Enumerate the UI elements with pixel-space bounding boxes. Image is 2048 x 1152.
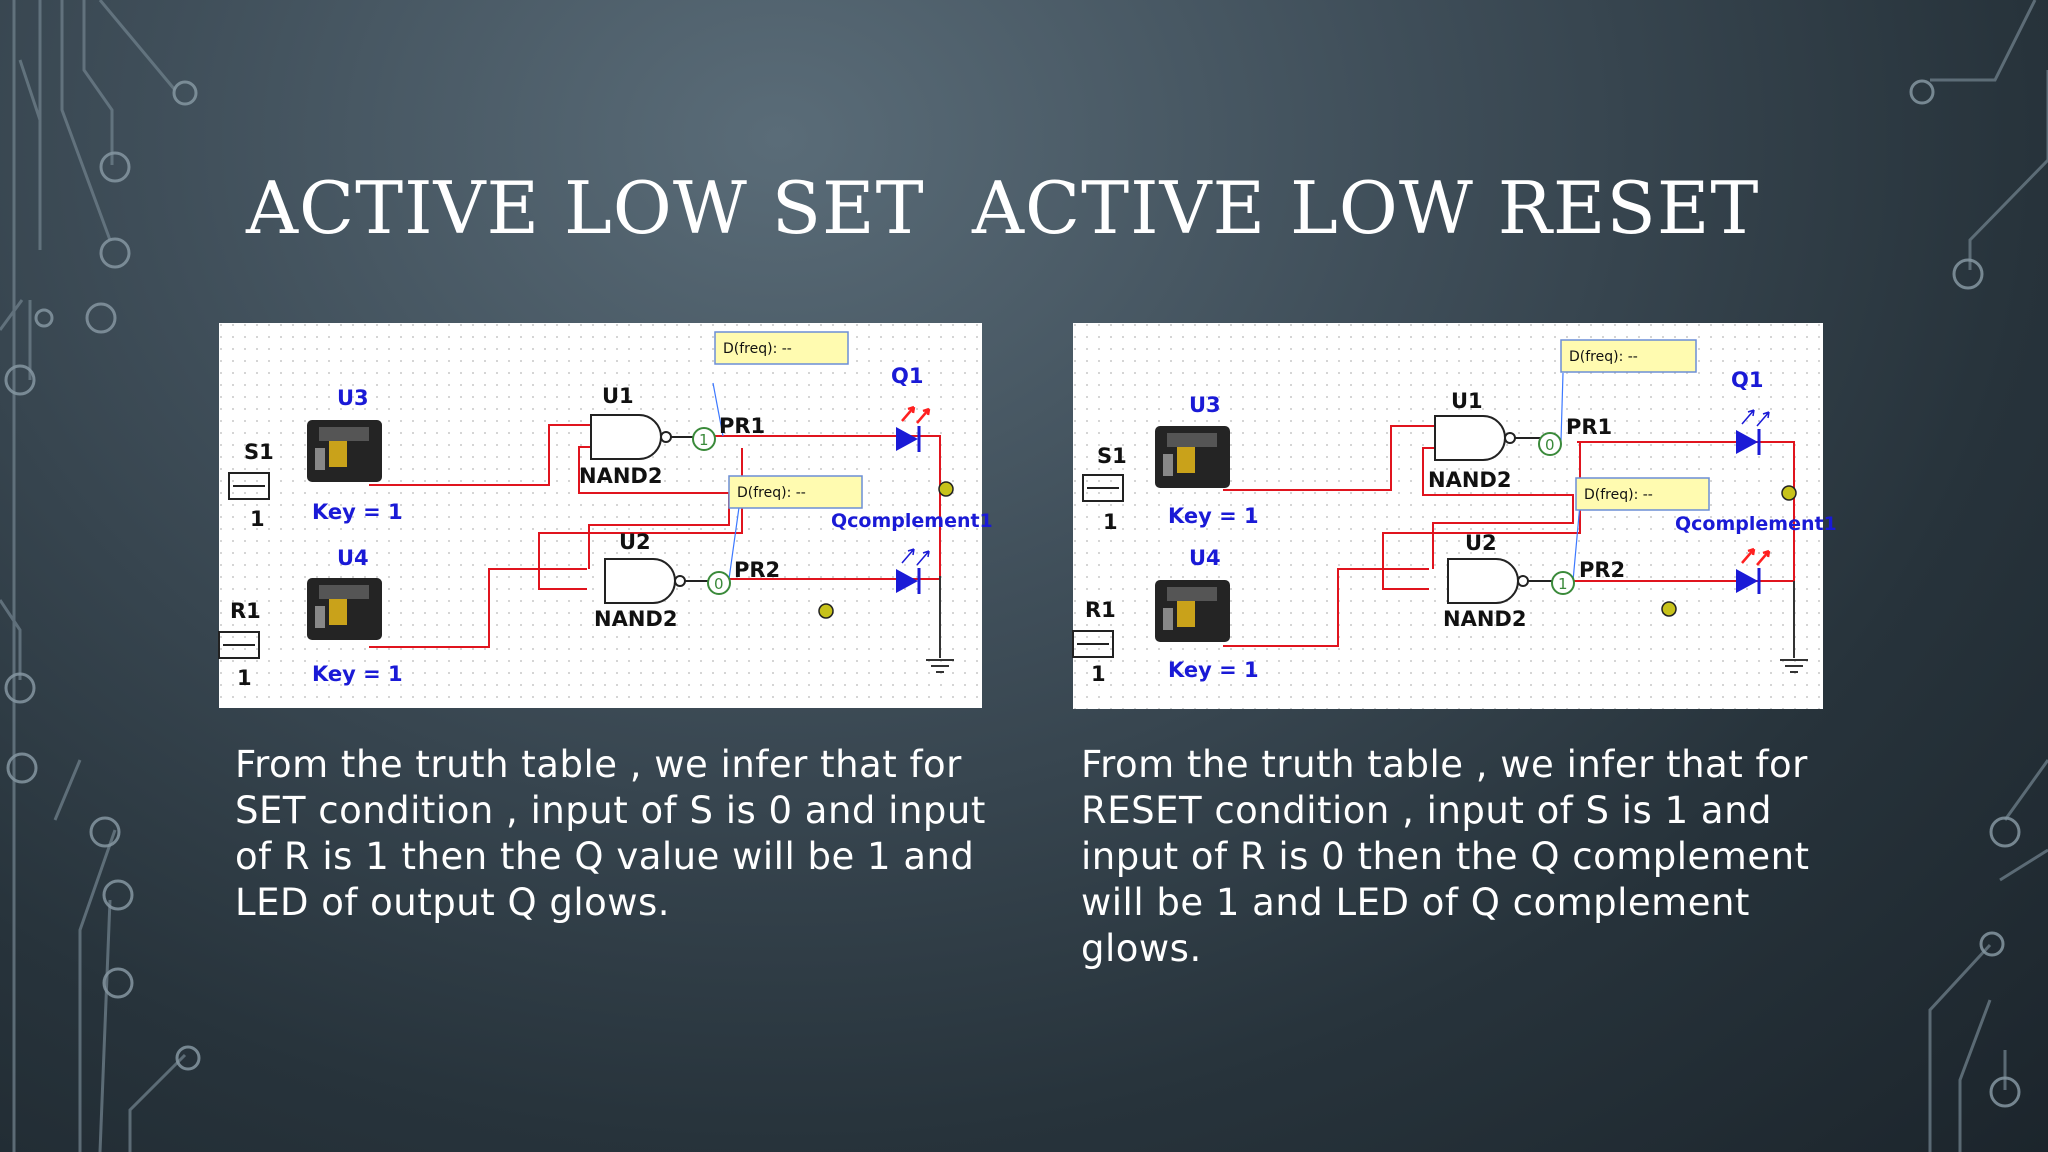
led-q1-label: Q1 xyxy=(1731,368,1763,392)
input-r1-terminal xyxy=(1072,630,1114,658)
input-r1-value: 1 xyxy=(237,666,252,690)
input-s1-terminal xyxy=(1082,474,1124,502)
probe-bulb-icon xyxy=(1781,485,1797,501)
probe-bulb-icon xyxy=(818,603,834,619)
input-s1-terminal xyxy=(228,472,270,500)
probe-bulb-icon xyxy=(1661,601,1677,617)
title-active-low-set: ACTIVE LOW SET xyxy=(246,166,925,250)
gate-u1-label: U1 xyxy=(1451,389,1483,413)
title-active-low-reset: ACTIVE LOW RESET xyxy=(972,166,1760,250)
led-q1 xyxy=(896,405,931,452)
input-s1-value: 1 xyxy=(250,507,265,531)
switch-u3-label: U3 xyxy=(1189,393,1221,417)
probe-pr2-label: PR2 xyxy=(734,558,780,582)
probe-pr1-node xyxy=(1538,432,1562,456)
probe-pr1-readout-box xyxy=(714,331,849,365)
gate-u1-label: U1 xyxy=(602,384,634,408)
probe-pr1-node xyxy=(692,427,716,451)
gate-u2-type: NAND2 xyxy=(1443,607,1526,631)
description-set: From the truth table , we infer that for… xyxy=(235,743,986,924)
gate-u1-type: NAND2 xyxy=(579,464,662,488)
switch-u4-label: U4 xyxy=(337,546,369,570)
led-qcomplement1 xyxy=(1736,547,1771,594)
probe-pr2-value: 1 xyxy=(1558,575,1568,593)
probe-pr1-readout: D(freq): -- xyxy=(1569,349,1638,365)
switch-u4-label: U4 xyxy=(1189,546,1221,570)
nand-gate-u2 xyxy=(1447,558,1555,604)
circuit-screenshot-reset: U3 Key = 1 U4 Key = 1 S1 1 R1 1 U1 NAND2 xyxy=(1072,323,1837,709)
probe-pr1-label: PR1 xyxy=(1566,415,1612,439)
input-s1-label: S1 xyxy=(1097,444,1127,468)
gate-u2-label: U2 xyxy=(619,530,651,554)
nand-gate-u1 xyxy=(590,414,697,460)
switch-u3[interactable] xyxy=(1155,426,1230,488)
probe-bulb-icon xyxy=(938,481,954,497)
probe-pr2-readout: D(freq): -- xyxy=(1584,487,1653,503)
nand-gate-u1 xyxy=(1434,415,1543,461)
led-q1-label: Q1 xyxy=(891,364,923,388)
probe-pr1-label: PR1 xyxy=(719,414,765,438)
switch-u3-label: U3 xyxy=(337,386,369,410)
led-q1 xyxy=(1736,409,1770,455)
input-s1-label: S1 xyxy=(244,440,274,464)
input-r1-label: R1 xyxy=(1085,598,1116,622)
nand-gate-u2 xyxy=(604,558,713,604)
probe-pr2-readout-box xyxy=(728,475,863,509)
gate-u2-type: NAND2 xyxy=(594,607,677,631)
probe-pr2-node xyxy=(707,571,731,595)
probe-pr2-label: PR2 xyxy=(1579,558,1625,582)
probe-pr1-readout-box xyxy=(1560,339,1697,373)
probe-pr2-node xyxy=(1551,571,1575,595)
probe-pr1-value: 0 xyxy=(1545,436,1555,454)
switch-u4-key: Key = 1 xyxy=(1168,658,1259,682)
switch-u4[interactable] xyxy=(307,578,382,640)
probe-pr2-value: 0 xyxy=(714,575,724,593)
led-qcomplement1-label: Qcomplement1 xyxy=(831,510,993,532)
circuit-screenshot-set: U3 Key = 1 U4 Key = 1 S1 1 R1 1 U1 NAND2 xyxy=(218,323,993,708)
switch-u3[interactable] xyxy=(307,420,382,482)
input-r1-terminal xyxy=(218,631,260,659)
input-r1-value: 1 xyxy=(1091,662,1106,686)
switch-u3-key: Key = 1 xyxy=(312,500,403,524)
gate-u2-label: U2 xyxy=(1465,531,1497,555)
probe-pr2-readout-box xyxy=(1575,477,1710,511)
description-reset: From the truth table , we infer that for… xyxy=(1081,743,1810,970)
switch-u3-key: Key = 1 xyxy=(1168,504,1259,528)
switch-u4[interactable] xyxy=(1155,580,1230,642)
led-qcomplement1-label: Qcomplement1 xyxy=(1675,513,1837,535)
input-s1-value: 1 xyxy=(1103,510,1118,534)
input-r1-label: R1 xyxy=(230,599,261,623)
probe-pr1-value: 1 xyxy=(699,431,709,449)
led-qcomplement1 xyxy=(896,548,930,594)
switch-u4-key: Key = 1 xyxy=(312,662,403,686)
probe-pr1-readout: D(freq): -- xyxy=(723,341,792,357)
probe-pr2-readout: D(freq): -- xyxy=(737,485,806,501)
gate-u1-type: NAND2 xyxy=(1428,468,1511,492)
